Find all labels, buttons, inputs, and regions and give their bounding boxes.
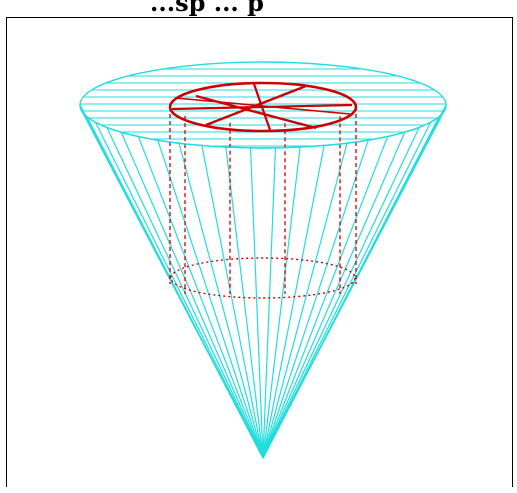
cone-generatrix-line — [262, 121, 432, 459]
cone-generatrix-line — [262, 139, 370, 459]
cone-generatrix-line — [262, 146, 277, 459]
cone-generatrix-line — [94, 121, 264, 459]
figure-title-strip: ...sp ... p — [0, 0, 517, 16]
cone-generatrix-line — [262, 144, 325, 459]
cone-generatrix-line — [201, 144, 264, 459]
cylinder-top-ellipse — [168, 81, 358, 133]
figure-frame — [6, 17, 513, 487]
cone-generatrix-line — [120, 131, 264, 459]
figure-title: ...sp ... p — [150, 0, 264, 16]
cone-generatrix-line — [156, 139, 264, 459]
cone-generatrix-line — [262, 104, 447, 459]
cone-generatrix-line — [225, 146, 264, 459]
cylinder-top-grid-line — [252, 83, 272, 131]
cone-generatrix-line — [262, 146, 301, 459]
cone-rim-front-arc — [79, 104, 447, 149]
cone-generatrix-line — [86, 116, 264, 459]
cylinder-bottom-ellipse — [170, 257, 356, 299]
cylinder-top-grid-line — [175, 97, 351, 115]
cone-generatrix-line — [262, 142, 348, 459]
cone-generatrix-line — [262, 135, 389, 459]
cone-generatrix-line — [137, 135, 264, 459]
cone-generatrix-line — [249, 146, 264, 459]
cone-generatrix-line — [262, 126, 420, 459]
cone-generatrix-line — [178, 142, 264, 459]
cone-generatrix-line — [262, 131, 406, 459]
